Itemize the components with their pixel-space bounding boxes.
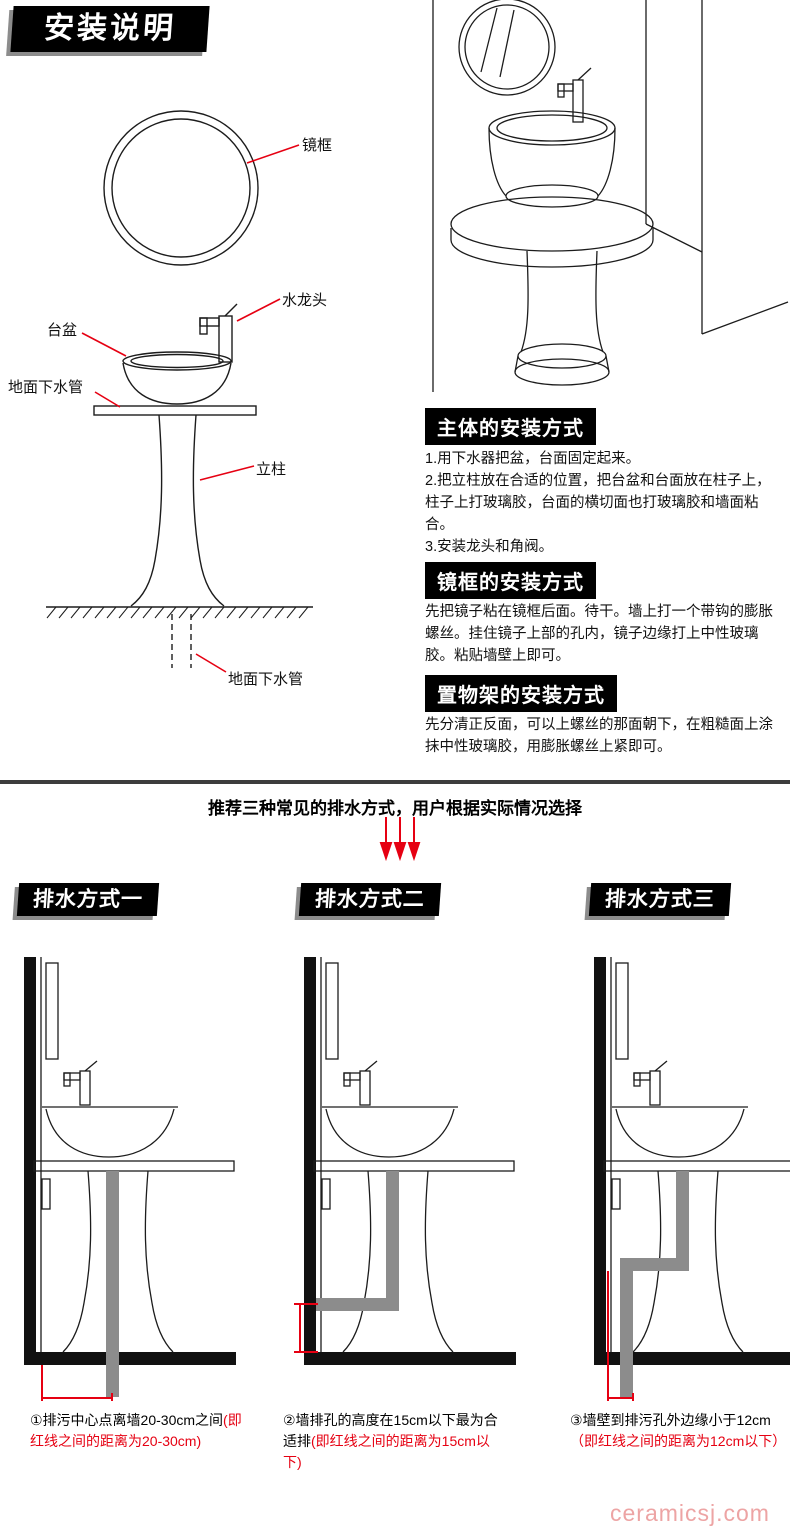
basin-label: 台盆 <box>47 322 78 339</box>
drain-pipe <box>316 1171 399 1311</box>
fixture-outline <box>313 957 515 1353</box>
isometric-view <box>432 0 789 392</box>
mirror-front-view <box>103 110 259 266</box>
red-dimension-lines <box>294 1303 318 1353</box>
main-diagram-art <box>46 0 789 673</box>
floor-drain-bottom-label: 地面下水管 <box>228 671 304 688</box>
section-title-mirror-install: 镜框的安装方式 <box>425 562 596 599</box>
method-2-title: 排水方式二 <box>298 883 442 916</box>
wall <box>24 957 36 1357</box>
floor <box>24 1352 236 1365</box>
basin-front-view <box>46 303 313 668</box>
red-dimension-lines <box>41 1365 113 1401</box>
floor <box>304 1352 516 1365</box>
faucet-label: 水龙头 <box>282 292 328 309</box>
fixture-outline <box>603 957 790 1353</box>
floor <box>594 1352 790 1365</box>
section-title-main-install: 主体的安装方式 <box>425 408 596 445</box>
callout-lines <box>81 144 300 673</box>
method-3-title: 排水方式三 <box>588 883 732 916</box>
mirror-frame-label: 镜框 <box>302 137 333 154</box>
section-body-mirror-install: 先把镜子粘在镜框后面。待干。墙上打一个带钩的膨胀螺丝。挂住镜子上部的孔内，镜子边… <box>425 601 783 667</box>
method-3-diagram <box>594 957 790 1401</box>
instruction-line: 3.安装龙头和角阀。 <box>425 539 554 556</box>
pedestal-label: 立柱 <box>256 461 287 478</box>
instruction-line: 2.把立柱放在合适的位置，把台盆和台面放在柱子上，柱子上打玻璃胶，台面的横切面也… <box>425 473 771 534</box>
caption-red-text: (即红线之间的距离为20-30cm) <box>30 1412 242 1449</box>
section-body-shelf-install: 先分清正反面，可以上螺丝的那面朝下，在粗糙面上涂抹中性玻璃胶，用膨胀螺丝上紧即可… <box>425 714 783 758</box>
section-title-shelf-install: 置物架的安装方式 <box>425 675 617 712</box>
instruction-line: 先把镜子粘在镜框后面。待干。墙上打一个带钩的膨胀螺丝。挂住镜子上部的孔内，镜子边… <box>425 604 773 665</box>
method-2-diagram <box>294 957 516 1365</box>
caption-text: ①排污中心点离墙20-30cm之间 <box>30 1412 224 1428</box>
drain-pipe <box>620 1171 689 1397</box>
instruction-line: 1.用下水器把盆，台面固定起来。 <box>425 451 641 467</box>
caption-red-text: （即红线之间的距离为12cm以下） <box>570 1433 787 1449</box>
caption-red-text: (即红线之间的距离为15cm以下) <box>283 1433 490 1470</box>
watermark-text: ceramicsj.com <box>610 1500 770 1526</box>
wall <box>594 957 606 1357</box>
method-1-caption: ①排污中心点离墙20-30cm之间(即红线之间的距离为20-30cm) <box>30 1410 242 1452</box>
caption-text: ②墙排孔的高度在15cm以下最为合适排 <box>283 1412 498 1449</box>
section-divider <box>0 780 790 784</box>
drainage-intro-text: 推荐三种常见的排水方式，用户根据实际情况选择 <box>208 799 582 818</box>
section-body-main-install: 1.用下水器把盆，台面固定起来。 2.把立柱放在合适的位置，把台盆和台面放在柱子… <box>425 448 783 558</box>
method-3-caption: ③墙壁到排污孔外边缘小于12cm （即红线之间的距离为12cm以下） <box>570 1410 787 1452</box>
down-arrows-icon <box>379 817 421 862</box>
caption-text: ③墙壁到排污孔外边缘小于12cm <box>570 1412 771 1428</box>
red-dimension-lines <box>607 1271 634 1401</box>
wall <box>304 957 316 1357</box>
method-2-caption: ②墙排孔的高度在15cm以下最为合适排(即红线之间的距离为15cm以下) <box>283 1410 507 1473</box>
fixture-outline <box>33 957 235 1353</box>
method-1-title: 排水方式一 <box>16 883 160 916</box>
floor-drain-left-label: 地面下水管 <box>8 379 84 396</box>
drain-pipe <box>106 1171 119 1397</box>
instruction-line: 先分清正反面，可以上螺丝的那面朝下，在粗糙面上涂抹中性玻璃胶，用膨胀螺丝上紧即可… <box>425 717 773 756</box>
method-1-diagram <box>24 957 236 1401</box>
